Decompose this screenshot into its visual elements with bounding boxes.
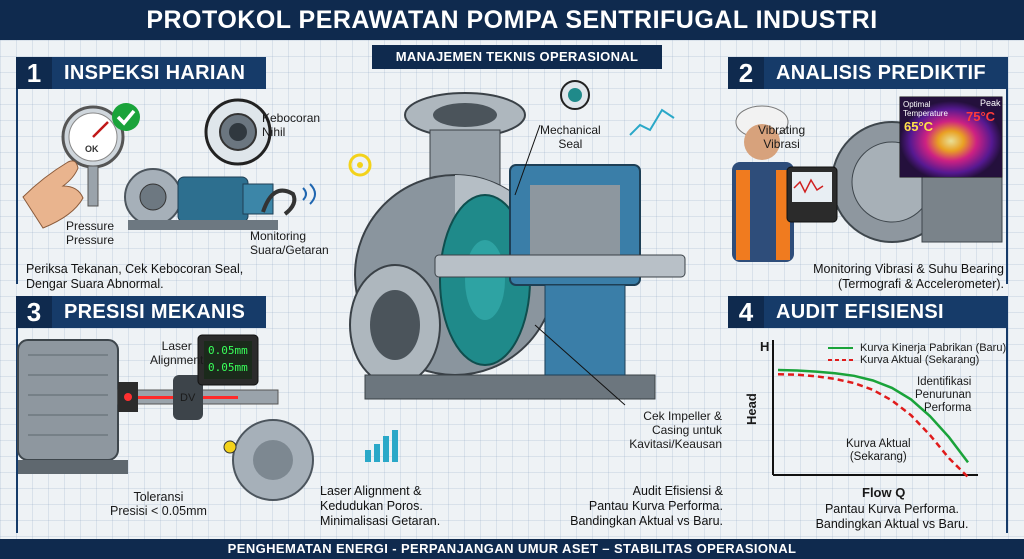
vib-label: Vibrating Vibrasi xyxy=(758,123,806,151)
gauge-ok-text: OK xyxy=(85,144,99,154)
check-icon xyxy=(112,103,140,131)
impeller-label: Cek Impeller & Casing untuk Kavitasi/Kea… xyxy=(629,409,722,451)
motor-icon xyxy=(17,339,128,474)
reading-2: 0.05mm xyxy=(208,361,248,374)
annotation-decline: Identifikasi Penurunan Performa xyxy=(915,376,972,415)
annotation-actual: Kurva Aktual (Sekarang) xyxy=(846,438,911,464)
section-3-number: 3 xyxy=(16,296,52,328)
performance-chart xyxy=(772,340,978,478)
pressure-gauge-icon: OK xyxy=(61,105,125,207)
legend-actual: Kurva Aktual (Sekarang) xyxy=(860,354,980,366)
page-title: PROTOKOL PERAWATAN POMPA SENTRIFUGAL IND… xyxy=(0,0,1024,40)
section-2-caption: Monitoring Vibrasi & Suhu Bearing (Termo… xyxy=(813,262,1004,291)
readout-display-icon xyxy=(197,334,259,386)
section-4-title: AUDIT EFISIENSI xyxy=(764,296,1008,328)
chart-y-axis-letter: H xyxy=(760,339,770,354)
section-1-title: INSPEKSI HARIAN xyxy=(52,57,266,89)
pump-volute-icon xyxy=(232,419,314,501)
predictive-illustration xyxy=(732,96,1003,262)
section-4-header: 4 AUDIT EFISIENSI xyxy=(728,296,1008,328)
impeller-leader-line xyxy=(534,324,626,406)
peak-label: Peak xyxy=(980,98,1001,108)
section-2-number: 2 xyxy=(728,57,764,89)
centrifugal-pump-illustration xyxy=(348,80,686,462)
laser-sensor-icon xyxy=(118,382,138,412)
seal-callout-icon xyxy=(560,80,590,110)
laser-caption: Laser Alignment & Kedudukan Poros. Minim… xyxy=(320,484,441,528)
impeller-icon xyxy=(439,194,531,366)
temp-ok-label: 65°C xyxy=(904,119,934,134)
section-3-title: PRESISI MEKANIS xyxy=(52,296,266,328)
vibration-tablet-icon xyxy=(786,166,838,223)
section-2-title: ANALISIS PREDIKTIF xyxy=(764,57,1008,89)
seal-magnifier-icon xyxy=(204,98,272,166)
discharge-flange-icon xyxy=(404,92,526,191)
dv-label: DV xyxy=(180,392,196,404)
pump-shaft-icon xyxy=(434,254,686,278)
optimal-label: Optimal Temperature xyxy=(903,100,948,119)
headset-icon xyxy=(261,188,297,216)
trend-chart-icon xyxy=(629,108,675,136)
inspection-illustration: OK xyxy=(22,98,316,230)
bar-chart-icon xyxy=(365,430,398,462)
temp-peak-label: 75°C xyxy=(966,109,996,124)
pressure-label: Pressure Pressure xyxy=(66,219,115,247)
section-4-caption: Pantau Kurva Performa. Bandingkan Aktual… xyxy=(815,502,969,531)
legend-new: Kurva Kinerja Pabrikan (Baru) xyxy=(860,342,1007,354)
leak-label: Kebocoran Nihil xyxy=(262,111,321,139)
section-1-number: 1 xyxy=(16,57,52,89)
indicator-dot-icon xyxy=(223,440,237,454)
page-footer: PENGHEMATAN ENERGI - PERPANJANGAN UMUR A… xyxy=(0,539,1024,559)
coupling-icon xyxy=(173,375,203,420)
suction-flange-icon xyxy=(349,264,441,386)
seal-label: Mechanical Seal xyxy=(540,123,601,151)
section-1-caption: Periksa Tekanan, Cek Kebocoran Seal, Den… xyxy=(26,262,244,291)
sound-wave-icon xyxy=(302,183,316,205)
chart-series-line-0 xyxy=(777,368,969,464)
tolerance-label: Toleransi Presisi < 0.05mm xyxy=(110,490,207,519)
section-3-header: 3 PRESISI MEKANIS xyxy=(16,296,266,328)
seal-leader-line xyxy=(514,124,541,196)
frame-line xyxy=(16,89,18,284)
laser-label: Laser Alignment xyxy=(150,339,204,367)
chart-series-line-1 xyxy=(777,372,969,478)
target-marker-icon xyxy=(348,153,372,177)
audit-caption: Audit Efisiensi & Pantau Kurva Performa.… xyxy=(570,484,723,528)
frame-line xyxy=(1006,328,1008,533)
chart-x-label: Flow Q xyxy=(862,485,906,500)
frame-line xyxy=(1006,89,1008,284)
alignment-illustration xyxy=(17,334,314,501)
monitor-label: Monitoring Suara/Getaran xyxy=(250,229,329,257)
reading-1: 0.05mm xyxy=(208,344,248,357)
chart-y-label: Head xyxy=(744,393,759,425)
hand-icon xyxy=(22,160,84,229)
section-2-header: 2 ANALISIS PREDIKTIF xyxy=(728,57,1008,89)
section-4-number: 4 xyxy=(728,296,764,328)
technician-icon xyxy=(732,105,794,262)
small-pump-icon xyxy=(124,168,278,230)
section-1-header: 1 INSPEKSI HARIAN xyxy=(16,57,266,89)
baseplate-icon xyxy=(364,284,656,400)
thermal-image-icon xyxy=(899,96,1003,178)
page-subtitle: MANAJEMEN TEKNIS OPERASIONAL xyxy=(372,45,662,69)
